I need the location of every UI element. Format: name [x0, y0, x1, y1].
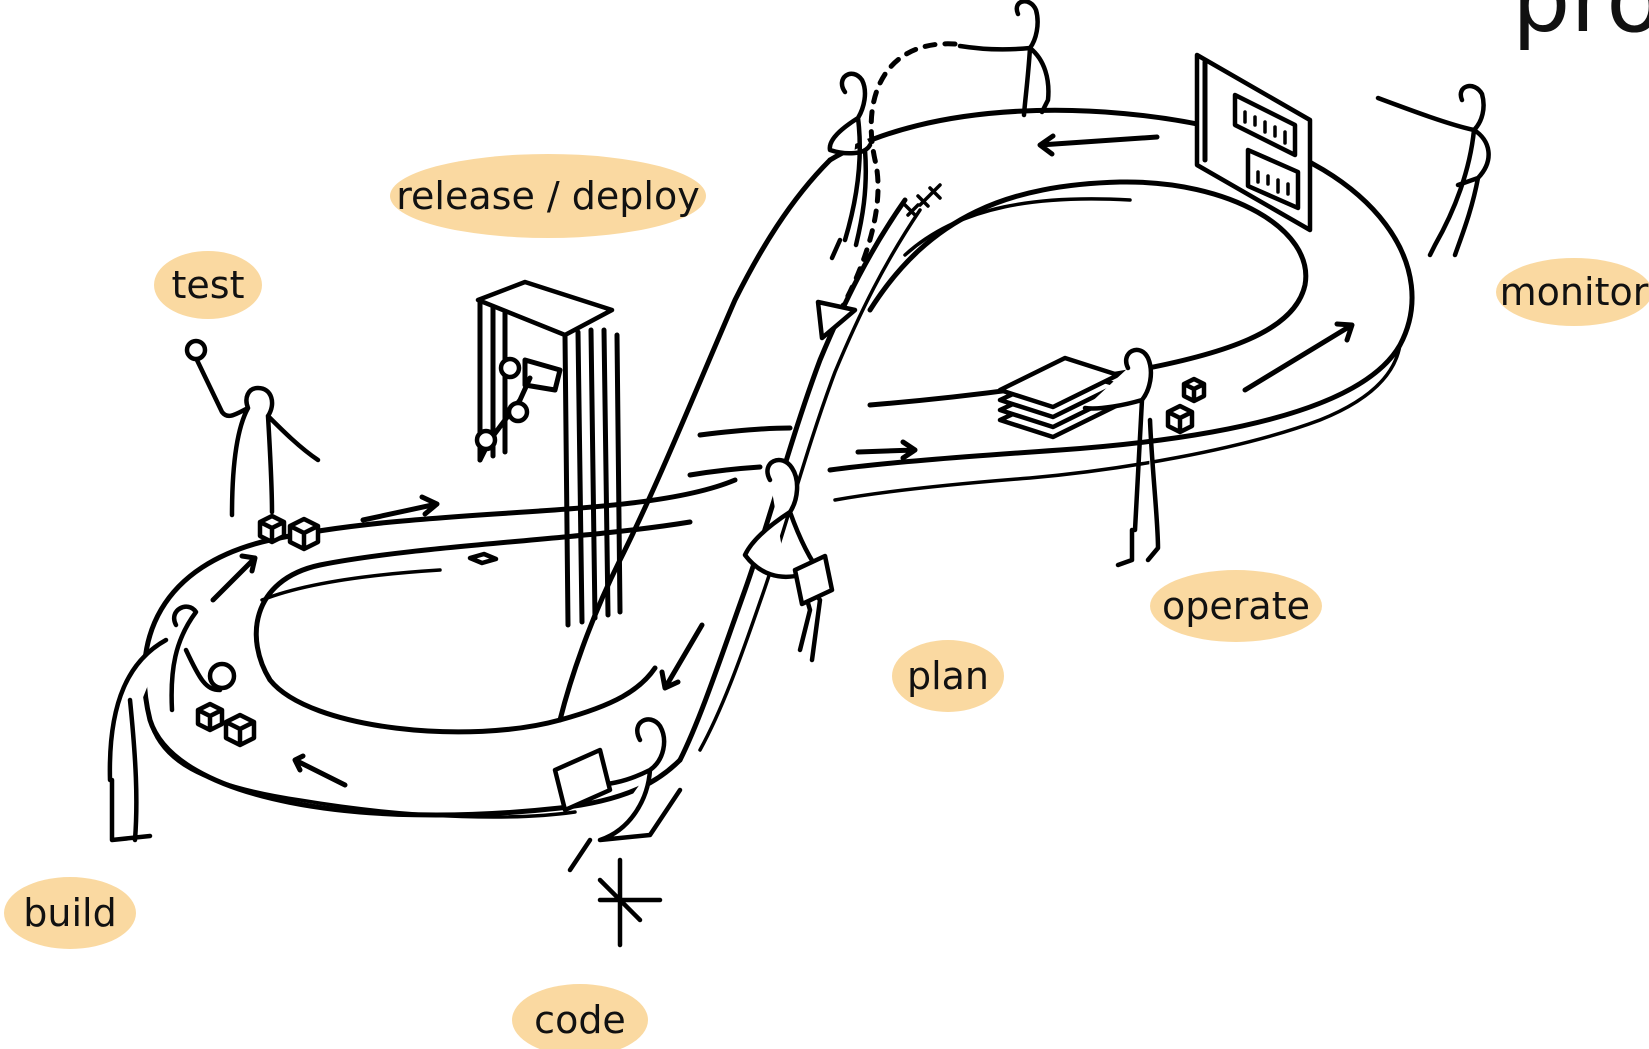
- stage-label-code[interactable]: code: [512, 984, 648, 1049]
- stage-text-monitor: monitor: [1500, 270, 1649, 314]
- person-monitor: [1378, 86, 1489, 255]
- stage-text-code: code: [534, 998, 626, 1042]
- stage-text-build: build: [23, 891, 116, 935]
- stage-text-release: release / deploy: [396, 174, 699, 218]
- person-plan: [745, 460, 822, 660]
- stage-text-plan: plan: [907, 654, 989, 698]
- stage-text-test: test: [172, 263, 245, 307]
- person-test: [196, 358, 318, 515]
- deployment-crane: [477, 282, 620, 625]
- monitor-dashboard: [1197, 55, 1310, 230]
- stage-labels: release / deploy test monitor operate pl…: [4, 154, 1649, 1049]
- person-code: [570, 719, 680, 945]
- stage-label-plan[interactable]: plan: [892, 640, 1004, 712]
- person-release-left: [830, 74, 870, 258]
- stage-text-operate: operate: [1162, 584, 1310, 628]
- stage-label-test[interactable]: test: [154, 251, 262, 319]
- stage-label-monitor[interactable]: monitor: [1496, 258, 1649, 326]
- direction-arrows: [213, 44, 1352, 785]
- person-release-top: [960, 1, 1048, 115]
- stage-label-operate[interactable]: operate: [1150, 570, 1322, 642]
- stage-label-build[interactable]: build: [4, 877, 136, 949]
- stage-label-release[interactable]: release / deploy: [390, 154, 706, 238]
- artifact-boxes: [198, 185, 1204, 745]
